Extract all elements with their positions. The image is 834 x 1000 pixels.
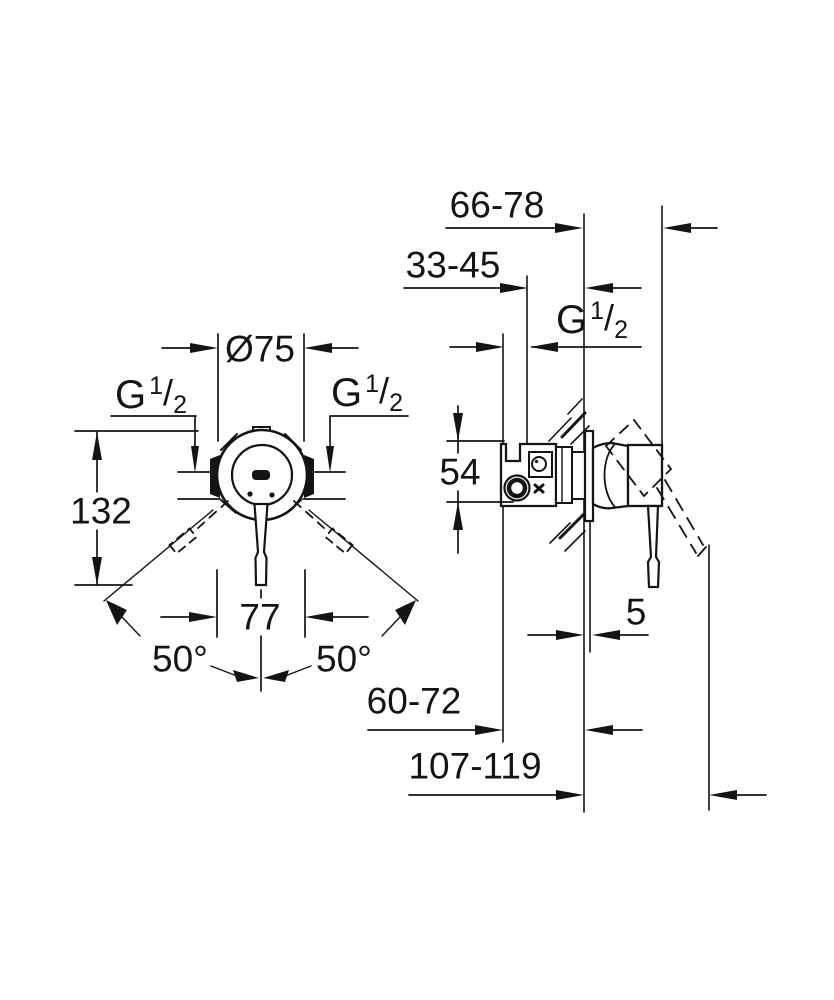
dim-54-label: 54 [436, 453, 484, 491]
temperature-slot [252, 470, 270, 480]
dim-width-label: 77 [236, 598, 284, 636]
dim-33-45-label: 33-45 [405, 244, 501, 286]
angle-right-label: 50° [316, 638, 372, 680]
dim-60-72-label: 60-72 [366, 680, 462, 722]
lever-front [253, 502, 269, 587]
inlet-socket [506, 477, 528, 499]
handle-hub [626, 443, 664, 508]
side-view-geometry [499, 205, 710, 813]
angle-left-label: 50° [152, 638, 208, 680]
front-view-geometry [103, 426, 419, 602]
dimension-lines [74, 223, 767, 800]
lever-side [646, 504, 661, 589]
escutcheon-plate-side [583, 429, 595, 523]
dim-107-119-label: 107-119 [408, 745, 542, 787]
dim-5-label: 5 [625, 591, 647, 633]
dim-66-78-label: 66-78 [449, 184, 545, 226]
dim-diameter-label: Ø75 [222, 330, 298, 368]
swing-line-right [308, 509, 419, 602]
dim-height-label: 132 [67, 492, 135, 530]
